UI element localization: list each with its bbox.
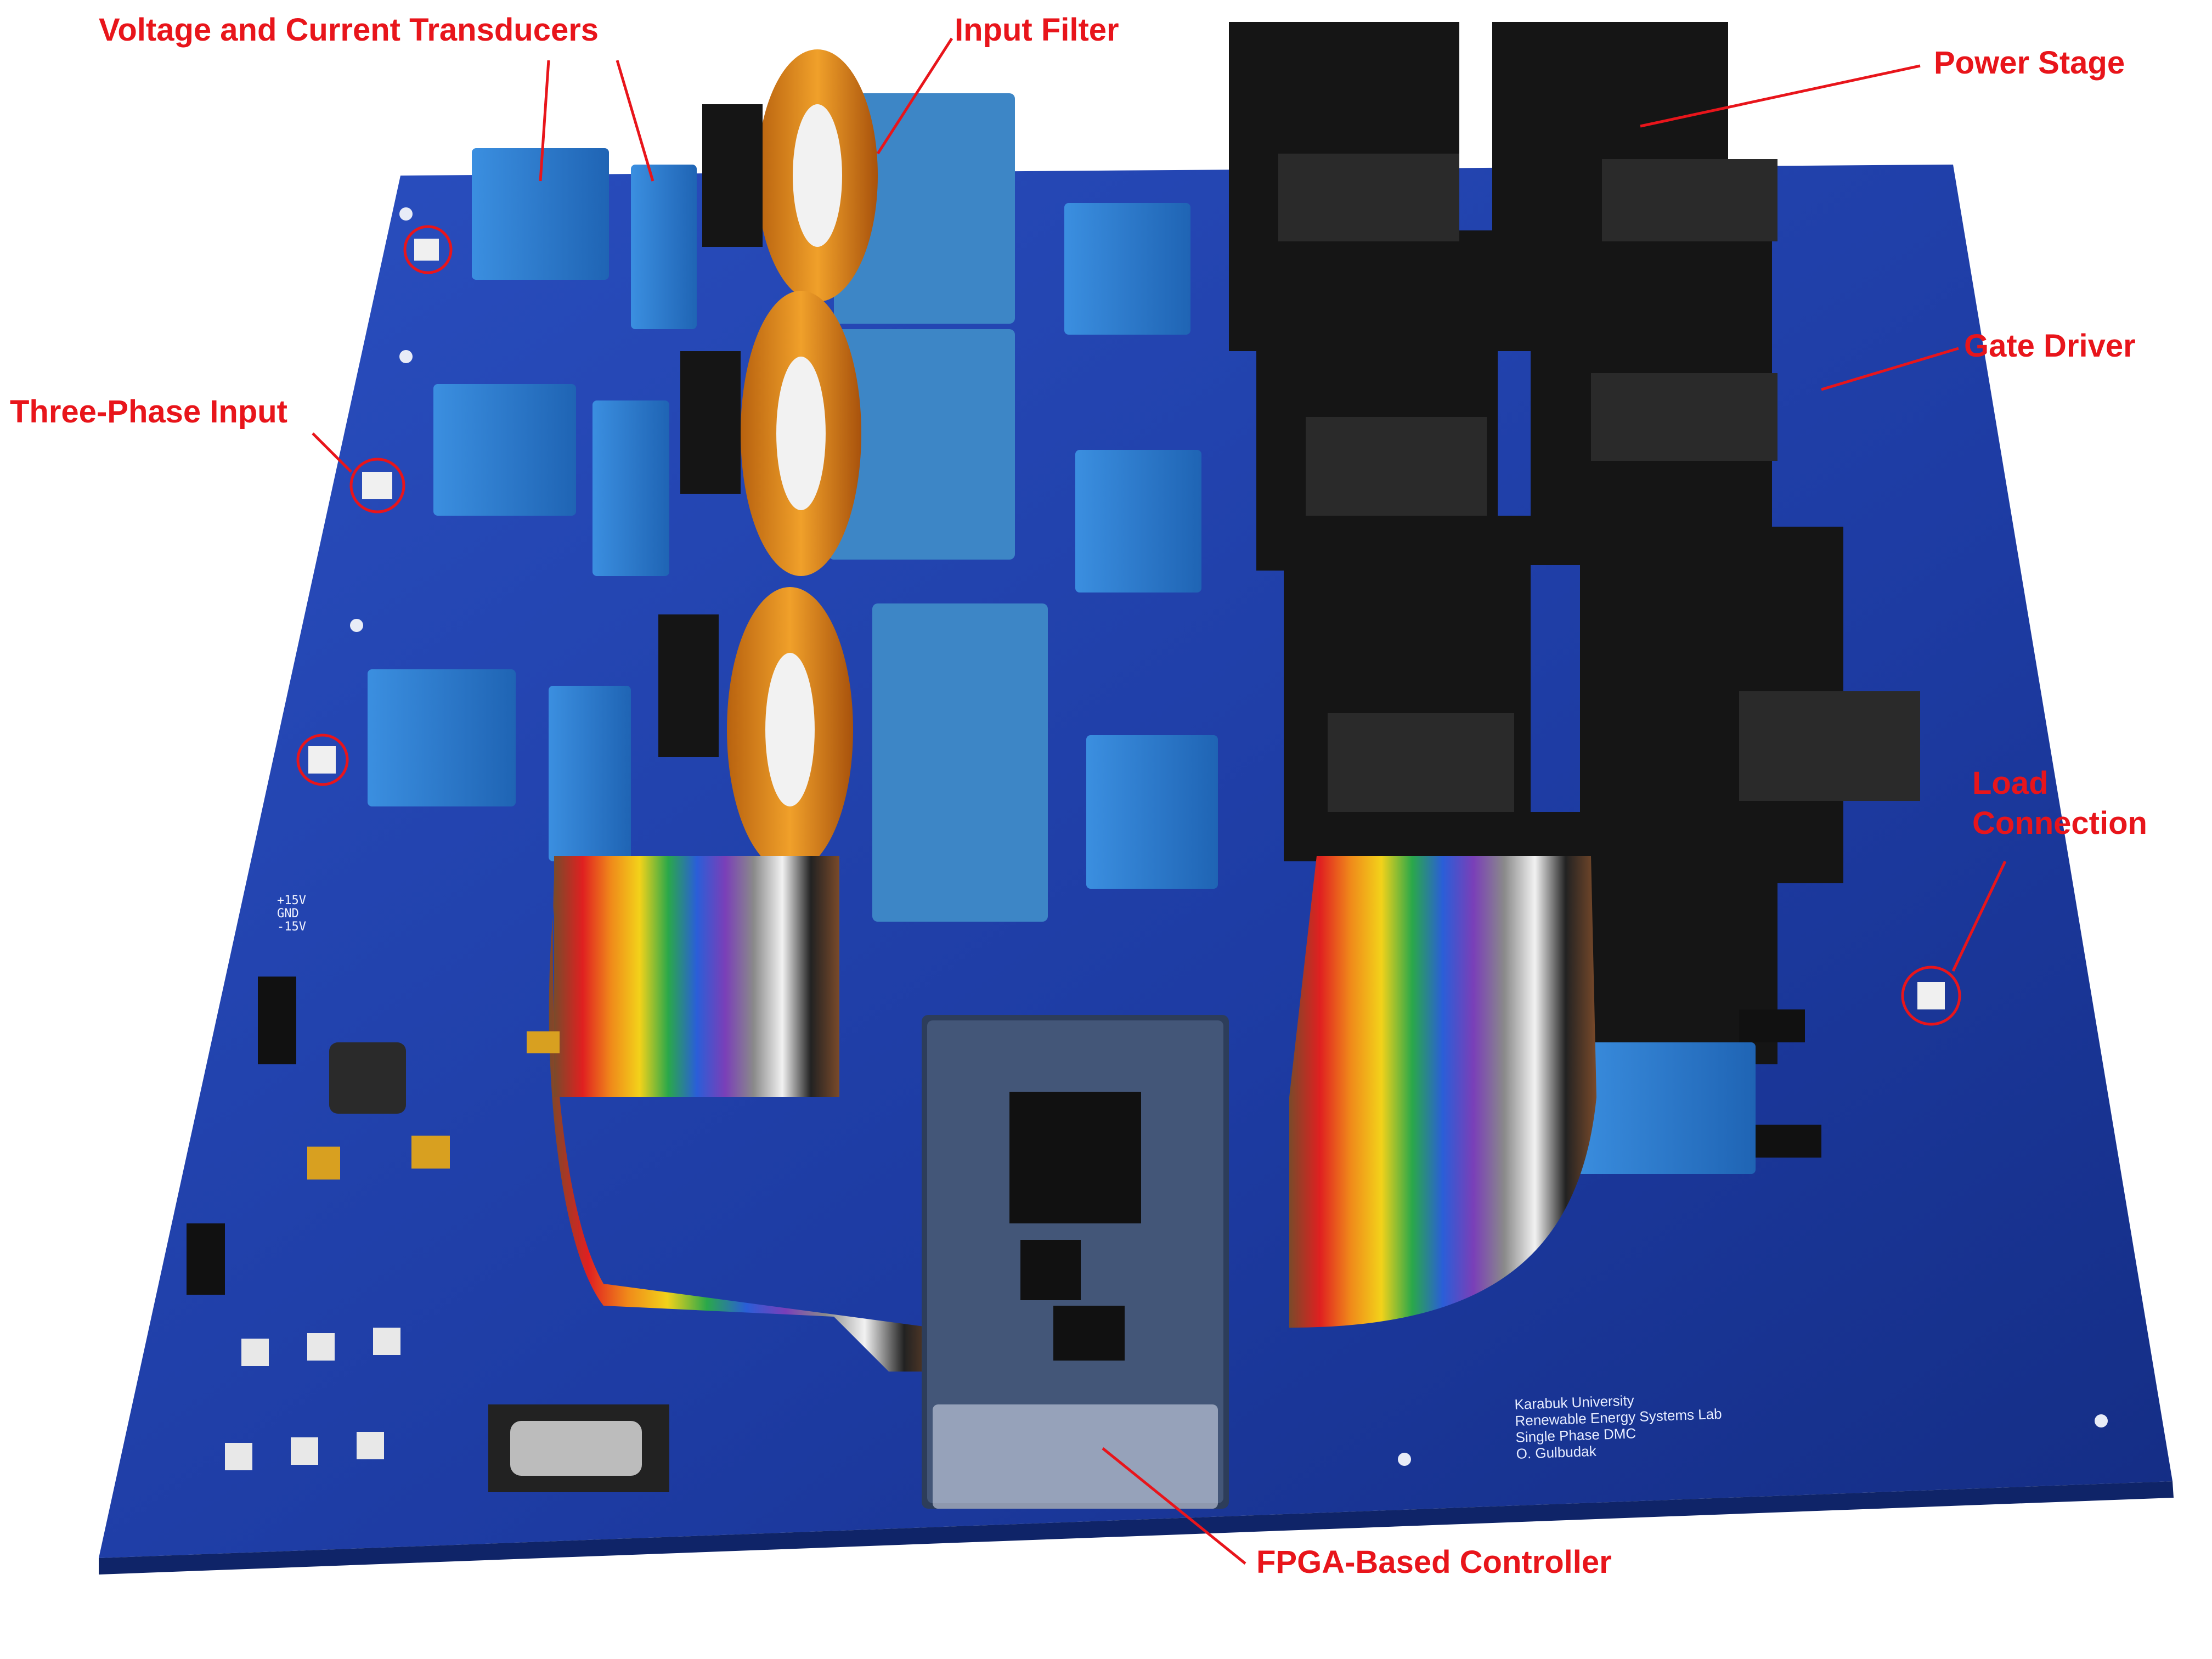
callout-load-line2: Connection <box>1972 805 2147 841</box>
power-regulation-components <box>187 977 1821 1295</box>
mounting-holes <box>350 207 2108 1466</box>
label-gnd: GND <box>277 907 299 921</box>
output-current-transducer <box>1569 1042 1756 1174</box>
callout-load-connection: Load Connection <box>1972 765 2147 842</box>
db9-connector <box>488 1404 669 1492</box>
callout-fpga-based-controller: FPGA-Based Controller <box>1256 1544 1612 1580</box>
transducer-group-left <box>368 148 697 861</box>
label-minus15: -15V <box>277 920 306 934</box>
transducer-group-middle <box>1064 203 1218 889</box>
ribbon-cables <box>549 856 1596 1372</box>
power-rail-labels: +15V GND -15V <box>277 894 306 934</box>
callout-power-stage: Power Stage <box>1934 45 2125 81</box>
board-credit-label: Karabuk University Renewable Energy Syst… <box>1514 1389 1723 1462</box>
callout-load-line1: Load <box>1972 765 2049 801</box>
fpga-board <box>922 1015 1229 1509</box>
terminal-markers <box>296 225 1961 1026</box>
label-plus15: +15V <box>277 894 306 907</box>
callout-input-filter: Input Filter <box>955 12 1119 48</box>
tact-switches <box>225 1328 400 1470</box>
callout-gate-driver: Gate Driver <box>1964 328 2136 364</box>
callout-leader-lines <box>312 37 2007 1565</box>
callout-three-phase-input: Three-Phase Input <box>10 394 287 430</box>
callout-voltage-current-transducers: Voltage and Current Transducers <box>99 12 599 48</box>
